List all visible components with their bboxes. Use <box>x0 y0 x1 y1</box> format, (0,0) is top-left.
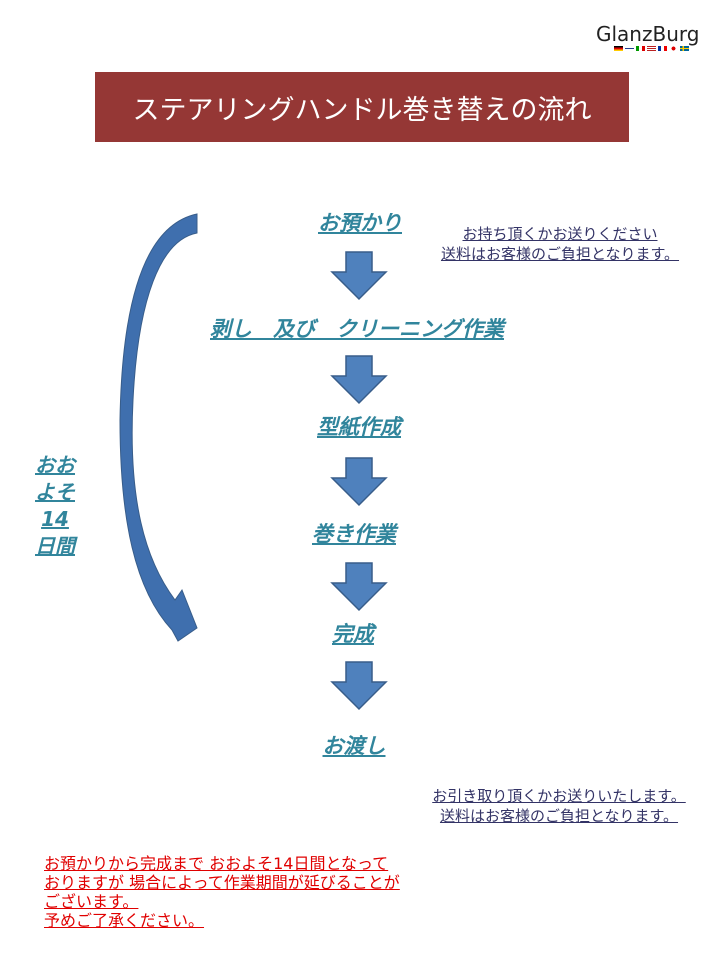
down-arrow-icon <box>330 251 388 301</box>
duration-line: よそ <box>35 480 75 504</box>
down-arrow-icon <box>330 661 388 711</box>
step-pattern-making: 型紙作成 <box>317 415 401 439</box>
step-handover: お渡し <box>322 734 386 758</box>
warning-line: 予めご了承ください。 <box>44 911 205 930</box>
sweden-flag-icon <box>680 46 689 51</box>
warning-line: ございます。 <box>44 892 139 911</box>
receive-note: お持ち頂くかお送りください 送料はお客様のご負担となります。 <box>418 224 702 264</box>
deliver-note: お引き取り頂くかお送りいたします。 送料はお客様のご負担となります。 <box>414 786 704 826</box>
logo-text: GlanzBurg <box>596 22 700 46</box>
duration-line: おお <box>35 453 75 477</box>
duration-line: 日間 <box>35 534 75 558</box>
glanzburg-logo: GlanzBurg <box>596 22 712 56</box>
page-title: ステアリングハンドル巻き替えの流れ <box>132 94 592 126</box>
warning-line: お預かりから完成まで おおよそ14日間となって <box>44 854 389 873</box>
duration-label: おお よそ 14 日間 <box>30 452 80 560</box>
flag-row <box>614 46 689 51</box>
japan-flag-icon <box>669 46 678 51</box>
duration-line: 14 <box>41 507 69 531</box>
curved-duration-arrow-icon <box>119 213 198 642</box>
step-wrapping: 巻き作業 <box>312 522 396 546</box>
deliver-note-line: 送料はお客様のご負担となります。 <box>439 807 679 825</box>
warning-line: おりますが 場合によって作業期間が延びることが <box>44 873 400 892</box>
usa-flag-icon <box>647 46 656 51</box>
down-arrow-icon <box>330 562 388 612</box>
receive-note-line: 送料はお客様のご負担となります。 <box>440 245 680 263</box>
warning-text: お預かりから完成まで おおよそ14日間となって おりますが 場合によって作業期間… <box>44 854 400 930</box>
united-kingdom-flag-icon <box>625 46 634 51</box>
italy-flag-icon <box>636 46 645 51</box>
down-arrow-icon <box>330 457 388 507</box>
down-arrow-icon <box>330 355 388 405</box>
step-strip-and-clean: 剥し 及び クリーニング作業 <box>210 317 504 341</box>
step-receive: お預かり <box>318 211 402 235</box>
title-banner: ステアリングハンドル巻き替えの流れ <box>95 72 629 142</box>
germany-flag-icon <box>614 46 623 51</box>
step-completion: 完成 <box>332 622 374 646</box>
deliver-note-line: お引き取り頂くかお送りいたします。 <box>432 787 686 805</box>
receive-note-line: お持ち頂くかお送りください <box>462 225 658 243</box>
france-flag-icon <box>658 46 667 51</box>
